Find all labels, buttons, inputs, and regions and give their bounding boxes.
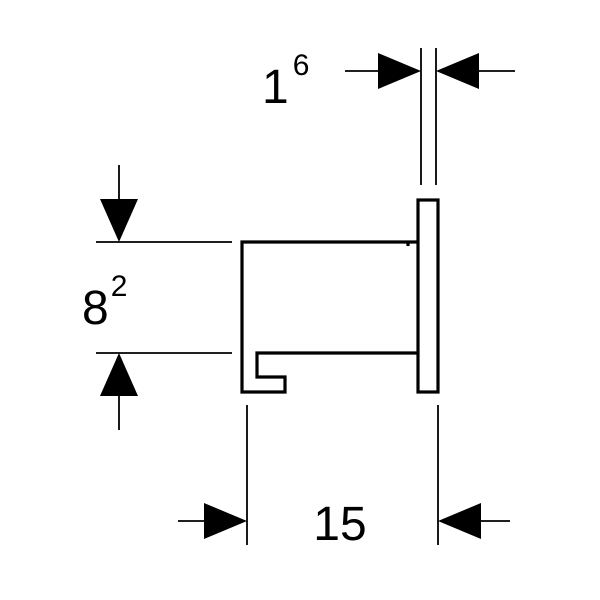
hook-part [240, 198, 440, 394]
height-label: 82 [82, 270, 127, 335]
arrow-left-icon [438, 503, 481, 539]
arrow-left-icon [436, 53, 479, 89]
depth-dimension: 15 [178, 405, 510, 551]
height-dimension: 82 [82, 165, 232, 430]
arrow-up-icon [100, 353, 138, 396]
height-superscript: 2 [111, 270, 128, 303]
wall-plate [416, 198, 440, 394]
arrow-right-icon [204, 503, 247, 539]
arrow-down-icon [100, 199, 138, 242]
arrow-right-icon [378, 53, 421, 89]
thickness-value: 1 [262, 61, 289, 114]
thickness-superscript: 6 [293, 49, 310, 82]
height-value: 8 [82, 282, 109, 335]
depth-label: 15 [313, 498, 366, 551]
hook-body [240, 240, 418, 394]
